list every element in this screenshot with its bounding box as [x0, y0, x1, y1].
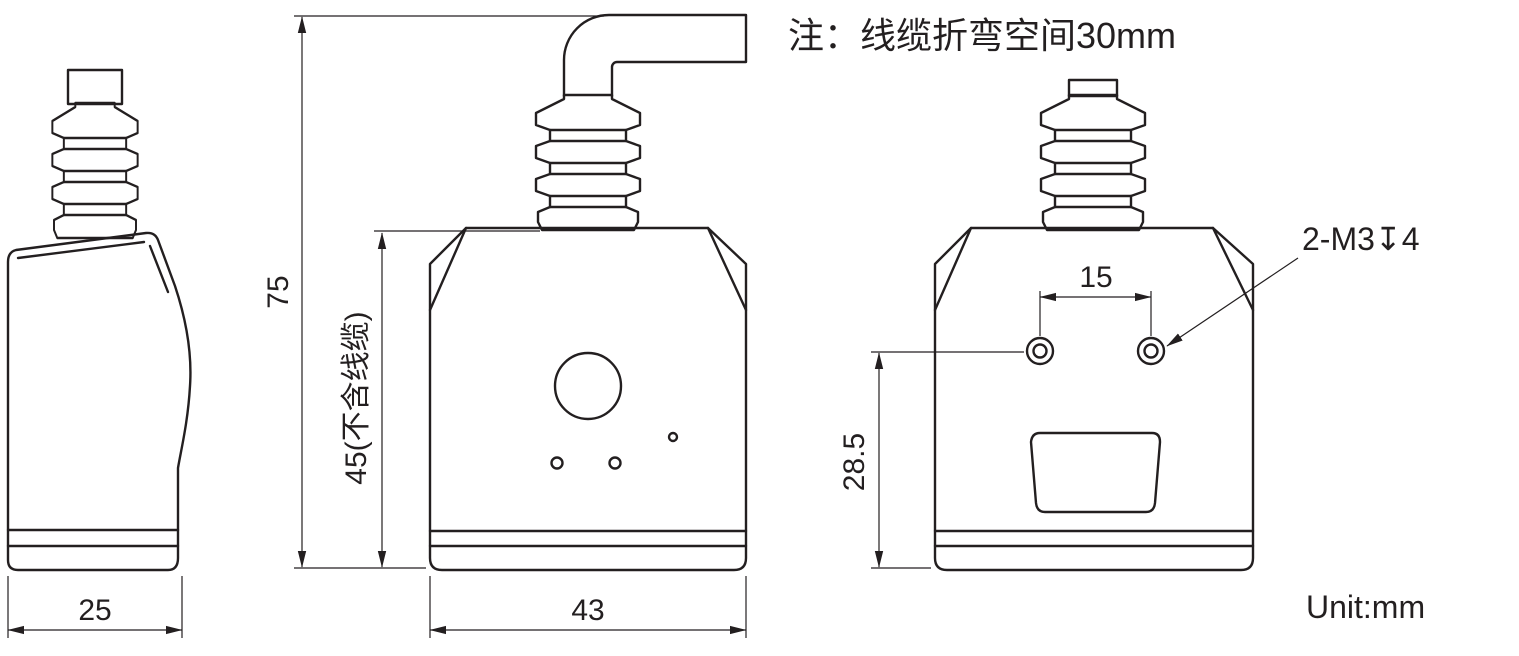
unit-label: Unit:mm	[1306, 589, 1425, 625]
front-right-bevel-line	[706, 226, 748, 312]
dim-label-hole-spacing: 15	[1079, 261, 1112, 294]
dim-label-total-height: 75	[262, 275, 295, 308]
dim-label-side-width: 25	[78, 594, 111, 627]
front-view	[428, 13, 748, 572]
labels: 注：线缆折弯空间30mm Unit:mm 25 43 75 45(不含线缆) 1…	[78, 15, 1425, 627]
screw-hole-left-outer	[1025, 336, 1055, 366]
callout-leader-line	[1166, 257, 1299, 347]
side-view	[6, 68, 192, 572]
thread-callout-label: 2-M3↧4	[1302, 221, 1420, 257]
dim-label-hole-bottom: 28.5	[838, 433, 871, 491]
dim-label-front-width: 43	[571, 594, 604, 627]
lens-circle	[553, 351, 623, 421]
front-left-bevel-line	[428, 226, 468, 312]
front-body-outline	[428, 226, 748, 572]
back-left-bevel-line	[933, 226, 973, 312]
note-text: 注：线缆折弯空间30mm	[788, 15, 1176, 56]
front-dot-right	[608, 456, 622, 470]
front-dot-left	[550, 456, 564, 470]
back-view	[933, 78, 1255, 572]
back-right-bevel-line	[1211, 226, 1255, 312]
connector-opening	[1029, 431, 1162, 514]
back-body-outline	[933, 226, 1255, 572]
bent-cable	[562, 13, 748, 98]
front-indicator-dot	[667, 431, 679, 443]
side-body-outline	[6, 231, 192, 572]
cable-stub-back	[1067, 78, 1119, 98]
dimension-lines	[7, 15, 1299, 638]
dim-label-body-height: 45(不含线缆)	[340, 311, 373, 484]
side-front-bevel-line	[148, 244, 170, 294]
screw-hole-left-inner	[1032, 343, 1048, 359]
side-top-bevel-line	[16, 240, 146, 260]
screw-hole-right-outer	[1136, 336, 1166, 366]
cable-stub	[66, 68, 124, 106]
screw-hole-right-inner	[1143, 343, 1159, 359]
